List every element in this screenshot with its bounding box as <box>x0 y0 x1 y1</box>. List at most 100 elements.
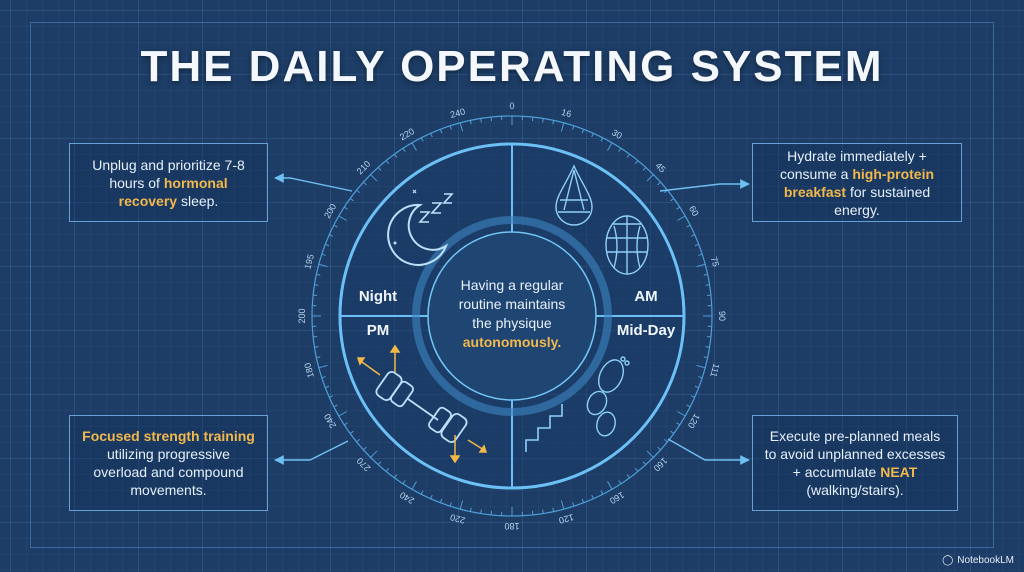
dial-tick <box>480 118 482 123</box>
dial-tick <box>642 167 647 171</box>
center-circle <box>427 231 597 401</box>
midday-text-highlight: NEAT <box>880 464 918 480</box>
dial-tick <box>694 385 699 389</box>
dial-tick <box>572 125 575 130</box>
brand-logo-icon: ◯ <box>942 555 954 566</box>
dial-tick <box>618 480 622 485</box>
stairs-icon <box>525 404 563 452</box>
dial-tick-label: 120 <box>686 412 702 430</box>
dial-tick <box>439 498 443 503</box>
pm-description-box: Focused strength training utilizing prog… <box>69 415 268 511</box>
dial-tick <box>439 129 443 134</box>
dial-tick <box>449 502 452 507</box>
footprints-icon <box>586 356 630 437</box>
dial-tick <box>363 446 367 451</box>
am-text-before: Hydrate immediately + consume a <box>779 147 927 182</box>
dial-tick-label: 270 <box>355 456 373 474</box>
dial-tick <box>356 438 360 443</box>
center-line-1: Having a regular <box>461 277 564 293</box>
night-description-box: Unplug and prioritize 7-8 hours of hormo… <box>69 143 268 222</box>
dial-tick-label: 0 <box>509 101 514 111</box>
dial-tick <box>696 263 706 268</box>
dial-tick <box>411 481 417 490</box>
pm-text-highlight: Focused strength training <box>82 428 255 444</box>
dial-tick <box>402 480 406 485</box>
dial-tick-label: 240 <box>449 106 466 120</box>
dial-tick <box>657 181 661 186</box>
blueprint-frame <box>30 22 994 548</box>
dial-tick <box>626 153 630 158</box>
dial-tick <box>572 502 575 507</box>
dial-tick <box>385 160 390 164</box>
dial-tick-label: 75 <box>709 256 721 268</box>
dial-tick <box>394 153 398 158</box>
dial-tick <box>677 411 686 417</box>
dial-ticks <box>312 116 712 516</box>
dial-tick <box>329 234 334 237</box>
dial-tick-label: 220 <box>449 512 466 526</box>
dial-tick <box>542 118 544 123</box>
dial-tick <box>316 273 321 276</box>
connector-pm <box>274 440 349 465</box>
dial-tick-label: 195 <box>302 253 316 270</box>
dial-tick <box>607 142 613 151</box>
dial-tick <box>676 422 681 426</box>
dial-tick <box>560 500 565 510</box>
dial-tick <box>690 234 695 237</box>
dial-tick <box>560 122 565 132</box>
dial-tick <box>459 122 464 132</box>
dial-tick <box>634 160 639 164</box>
dial-tick <box>677 215 686 221</box>
page-title: THE DAILY OPERATING SYSTEM <box>140 42 884 91</box>
dial-tick <box>703 273 708 276</box>
connector-night <box>274 173 353 192</box>
dial-tick <box>333 404 338 408</box>
dial-tick-label: 200 <box>322 202 338 220</box>
dial-tick-label: 200 <box>297 308 307 323</box>
zzz-icon <box>418 193 454 223</box>
dial-tick <box>449 125 452 130</box>
dial-tick <box>318 364 328 369</box>
pm-text-after: utilizing progressive overload and compo… <box>93 446 244 498</box>
dial-tick-label: 180 <box>302 362 316 379</box>
dial-tick <box>600 137 604 142</box>
dial-tick <box>646 450 654 458</box>
dial-tick <box>581 498 585 503</box>
dial-tick <box>338 215 347 221</box>
dial-tick-label: 160 <box>652 456 670 474</box>
dial-tick <box>402 147 406 152</box>
dial-tick-label: 30 <box>610 127 624 141</box>
dial-tick <box>318 263 328 268</box>
dial-tick <box>385 468 390 472</box>
dial-tick <box>430 494 433 499</box>
dial-tick-label: 240 <box>322 412 338 430</box>
dial-tick <box>542 509 544 514</box>
dial-tick <box>321 253 326 256</box>
dial-tick <box>314 284 319 286</box>
dial-tick-label: 240 <box>398 490 416 506</box>
dial-tick-label: 210 <box>355 159 373 177</box>
dial-tick-label: 180 <box>504 521 519 531</box>
dial-tick <box>356 189 360 194</box>
dial-tick <box>333 224 338 228</box>
midday-description-box: Execute pre-planned meals to avoid unpla… <box>752 415 958 511</box>
dial-tick <box>394 474 398 479</box>
dial-tick <box>363 181 367 186</box>
am-text-after: for sustained energy. <box>834 183 931 218</box>
midday-text-after: (walking/stairs). <box>806 482 904 498</box>
dial-tick <box>480 509 482 514</box>
connector-midday <box>667 438 750 465</box>
dial-tick <box>321 376 326 379</box>
midday-text-before: Execute pre-planned meals to avoid unpla… <box>764 428 946 480</box>
dial-tick <box>459 500 464 510</box>
dial-tick <box>338 411 347 417</box>
dial-tick <box>696 364 706 369</box>
dial-tick <box>349 198 354 202</box>
dial-tick <box>325 243 330 247</box>
brand-watermark: ◯ NotebookLM <box>942 555 1014 566</box>
dial-tick <box>698 253 703 256</box>
dial-tick-label: 16 <box>560 107 572 119</box>
dial-tick <box>670 198 675 202</box>
dial-tick <box>600 490 604 495</box>
